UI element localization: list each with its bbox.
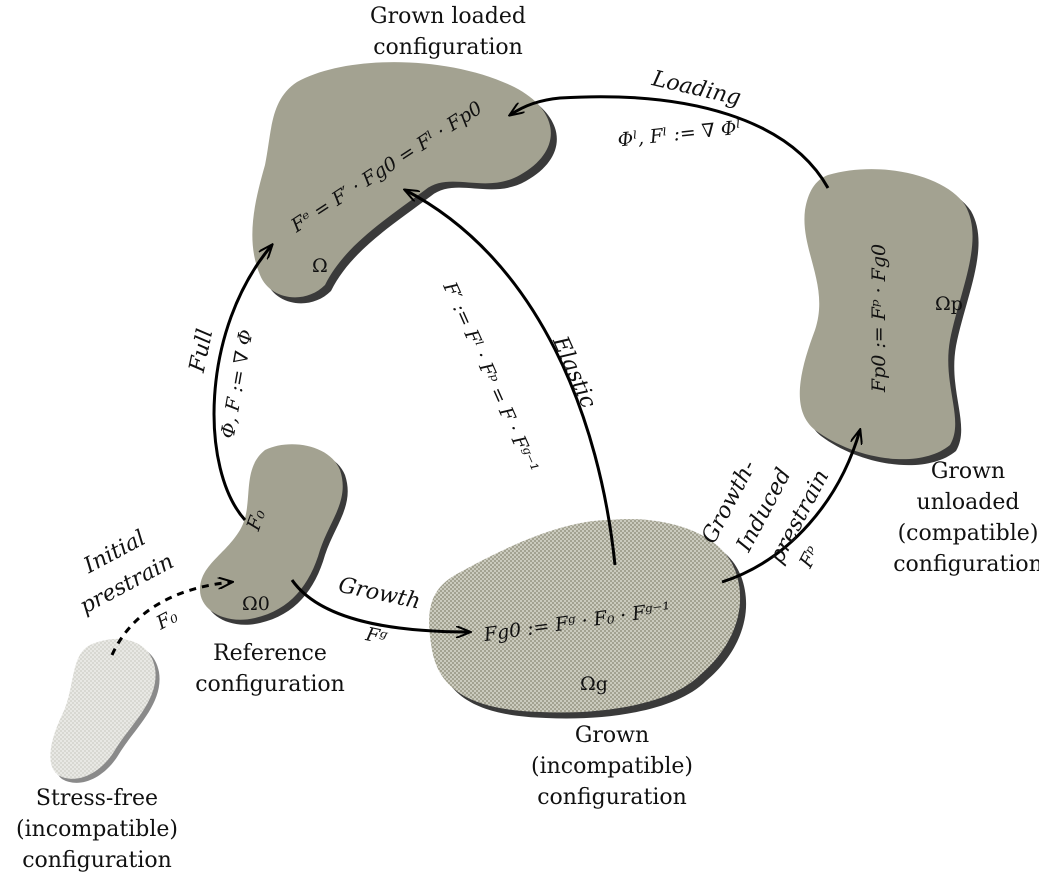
fp0-relation: Fp0 := Fᵖ · Fg0 — [868, 244, 890, 393]
loading-label: Loading — [649, 66, 744, 111]
loading-arrow — [510, 95, 830, 189]
grown-loaded-title-2: configuration — [373, 35, 523, 60]
grown-incompatible-title-3: configuration — [537, 785, 687, 810]
growth-induced-formula: Fᵖ — [795, 542, 825, 572]
grown-incompatible-title-1: Grown — [575, 723, 649, 748]
growth-induced-arrow — [721, 430, 860, 584]
grown-unloaded-title-1: Grown — [931, 459, 1005, 484]
growth-arrow — [290, 579, 470, 632]
grown-incompatible-symbol: Ωg — [580, 673, 608, 695]
elastic-formula: F′ := Fˡ · Fᵖ = F · Fᵍ⁻¹ — [438, 278, 542, 476]
full-arrow — [212, 245, 272, 522]
grown-incompatible-body — [429, 519, 747, 719]
stress-free-title-3: configuration — [22, 848, 172, 873]
growth-formula: Fᵍ — [363, 623, 390, 649]
initial-prestrain-formula: F₀ — [152, 605, 182, 635]
grown-loaded-title-1: Grown loaded — [370, 4, 526, 29]
growth-label: Growth — [336, 573, 423, 615]
grown-unloaded-title-4: configuration — [893, 552, 1039, 577]
elastic-label: Elastic — [547, 332, 601, 412]
grown-unloaded-symbol: Ωp — [935, 293, 963, 315]
stress-free-body — [50, 638, 160, 783]
grown-incompatible-title-2: (incompatible) — [531, 754, 693, 779]
elastic-arrow — [405, 190, 617, 566]
full-label: Full — [185, 327, 219, 376]
loading-formula: Φˡ, Fˡ := ∇ Φˡ — [617, 117, 743, 152]
grown-loaded-symbol: Ω — [312, 255, 328, 277]
initial-prestrain-arrow — [110, 582, 232, 656]
reference-title-2: configuration — [195, 672, 345, 697]
grown-unloaded-title-3: (compatible) — [898, 521, 1039, 546]
stress-free-title-1: Stress-free — [36, 786, 158, 811]
reference-symbol: Ω0 — [242, 593, 270, 615]
grown-unloaded-body — [799, 169, 979, 466]
stress-free-title-2: (incompatible) — [16, 817, 178, 842]
grown-unloaded-title-2: unloaded — [917, 490, 1020, 515]
grown-loaded-body — [252, 62, 557, 304]
reference-title-1: Reference — [213, 641, 327, 666]
reference-body — [200, 444, 348, 625]
